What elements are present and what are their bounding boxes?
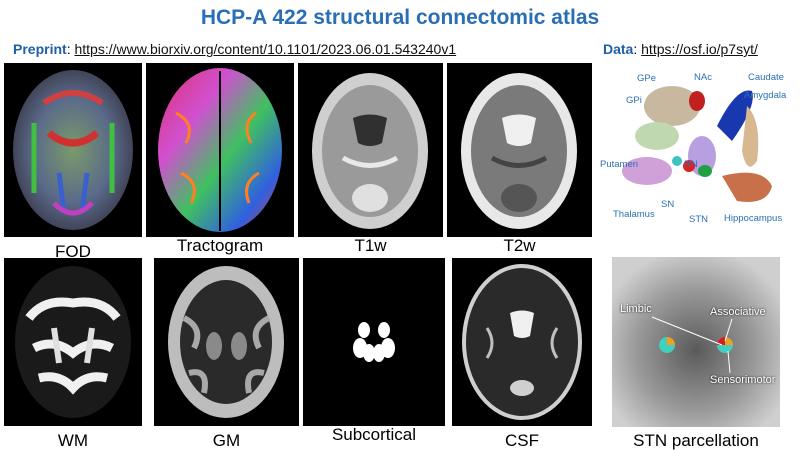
label-gpe: GPe	[637, 73, 657, 84]
t2w-caption: T2w	[503, 236, 536, 255]
gm-image	[154, 258, 299, 426]
stn-caption: STN parcellation	[633, 431, 759, 450]
csf-image	[452, 258, 592, 426]
preprint-link[interactable]: https://www.biorxiv.org/content/10.1101/…	[74, 41, 457, 57]
gm-caption: GM	[212, 431, 241, 450]
label-associative: Associative	[710, 306, 766, 318]
label-amygdala: Amygdala	[744, 90, 787, 101]
label-stn: STN	[689, 214, 708, 225]
label-caudate: Caudate	[748, 72, 784, 83]
wm-caption: WM	[57, 431, 89, 450]
label-sensorimotor: Sensorimotor	[710, 374, 776, 386]
wm-image	[4, 258, 142, 426]
subcortical-anatomy-figure: GPe NAc Caudate GPi Amygdala Putamen RN …	[597, 66, 797, 236]
label-sn: SN	[661, 199, 675, 210]
subcortical-caption: Subcortical	[331, 425, 417, 444]
data-label: Data	[603, 41, 634, 57]
csf-caption: CSF	[505, 431, 539, 450]
tractogram-image	[146, 63, 294, 237]
t1w-image	[298, 63, 443, 237]
fod-image	[4, 63, 142, 237]
preprint-row: Preprint: https://www.biorxiv.org/conten…	[13, 41, 457, 57]
data-row: Data: https://osf.io/p7syt/	[603, 41, 758, 57]
tractogram-caption: Tractogram	[176, 236, 264, 255]
label-limbic: Limbic	[620, 303, 652, 315]
stn-parcellation-image: Limbic Associative Sensorimotor	[612, 257, 780, 427]
label-thalamus: Thalamus	[613, 209, 655, 220]
t2w-image	[447, 63, 592, 237]
subcortical-image	[303, 258, 445, 426]
label-nac: NAc	[694, 72, 712, 83]
label-gpi: GPi	[626, 95, 642, 106]
label-hippocampus: Hippocampus	[724, 213, 783, 224]
t1w-caption: T1w	[354, 236, 387, 255]
label-putamen: Putamen	[600, 159, 639, 170]
page-title: HCP-A 422 structural connectomic atlas	[200, 6, 600, 29]
preprint-label: Preprint	[13, 41, 67, 57]
label-rn: RN	[684, 159, 698, 170]
data-link[interactable]: https://osf.io/p7syt/	[641, 41, 758, 57]
fod-caption: FOD	[55, 242, 91, 261]
